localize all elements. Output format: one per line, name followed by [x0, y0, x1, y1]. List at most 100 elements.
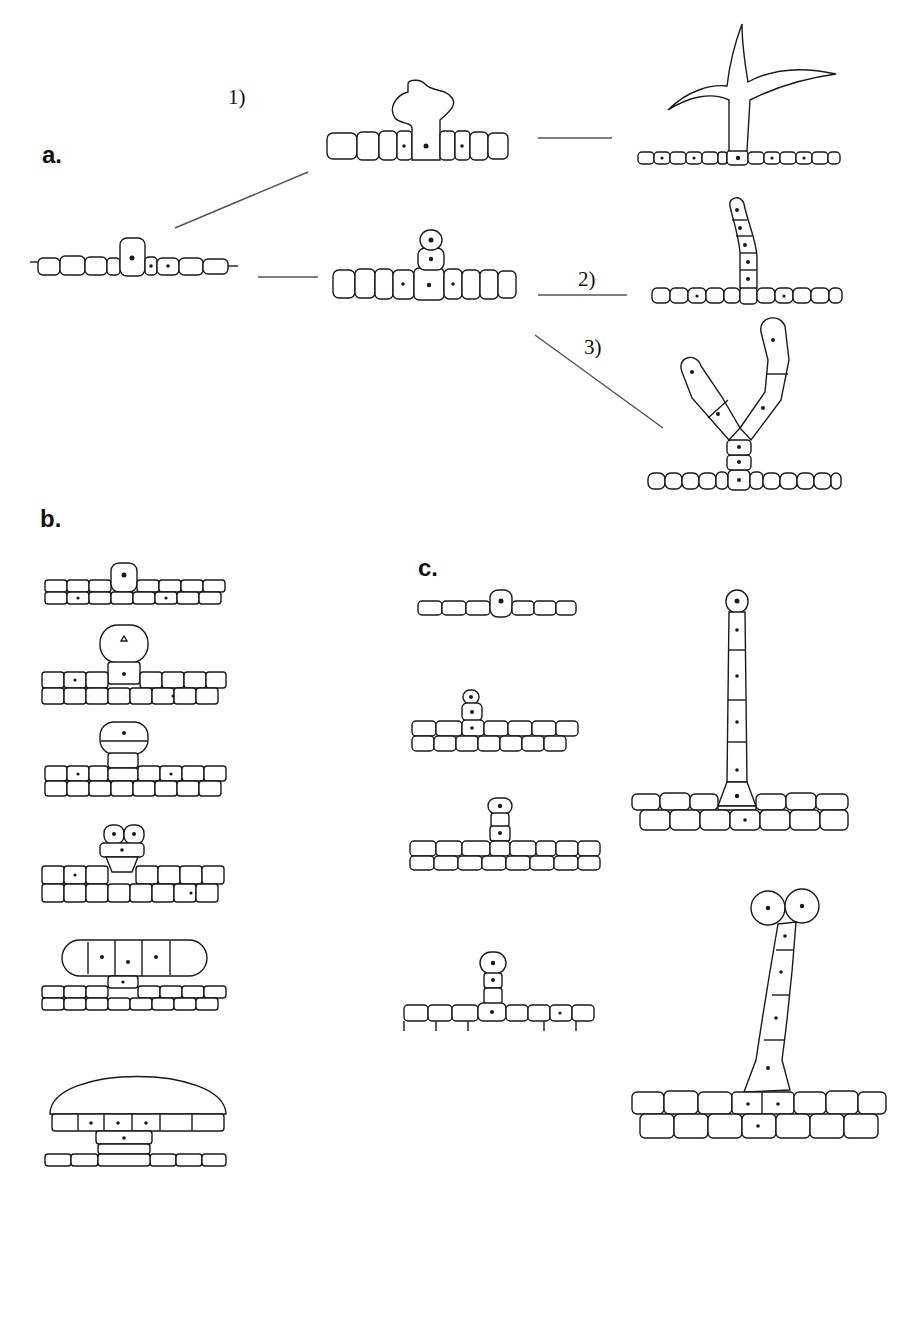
uniseriate-hair [746, 260, 750, 264]
stage-link-line [538, 137, 612, 139]
glandular-hair-stage [86, 688, 108, 704]
glandular-hair-stage [152, 884, 174, 902]
glandular-hair-stage [133, 781, 155, 796]
glandular-hair-stage [177, 781, 199, 796]
glandular-hair-stage [50, 1077, 226, 1115]
uniseriate-hair-stage [708, 1114, 742, 1138]
glandular-hair-stage [112, 832, 116, 836]
uniseriate-hair-stage [820, 810, 848, 830]
uniseriate-hair-stage [735, 794, 739, 798]
glandular-hair-stage [108, 998, 130, 1010]
uniseriate-hair-stage [452, 1005, 478, 1021]
uniseriate-hair-stage [506, 856, 530, 870]
branched-multicellular-hair [771, 338, 775, 342]
epidermis-initial-cell [38, 258, 60, 275]
uniseriate-hair-stage [412, 736, 434, 751]
glandular-hair-stage [108, 768, 138, 781]
glandular-hair-stage [204, 986, 226, 998]
uniseriate-hair-stage [544, 736, 566, 751]
uniseriate-hair-stage [434, 856, 458, 870]
uniseriate-hair [695, 294, 698, 297]
uniseriate-hair-stage [728, 649, 746, 650]
glandular-hair-stage [45, 580, 67, 592]
branched-hair [638, 24, 840, 165]
glandular-hair-stage [42, 986, 64, 998]
uniseriate-hair-stage [436, 841, 462, 856]
uniseriate-hair-stage [743, 818, 747, 822]
glandular-hair-stage [121, 636, 127, 641]
uniseriate-hair [738, 226, 742, 230]
divided-trichome-cell [333, 270, 355, 298]
glandular-hair-stage [155, 592, 177, 604]
uniseriate-hair-stage [816, 794, 848, 810]
glandular-hair-stage [177, 592, 199, 604]
glandular-hair-stage [137, 580, 159, 592]
glandular-hair-stage [111, 781, 133, 796]
branched-multicellular-hair [814, 473, 831, 489]
uniseriate-hair-stage [640, 1114, 674, 1138]
uniseriate-hair-stage [478, 1003, 506, 1021]
glandular-hair-stage [182, 986, 204, 998]
glandular-hair-stage [144, 1121, 148, 1125]
divided-trichome-cell [375, 269, 393, 299]
branched-hair [780, 152, 796, 164]
glandular-hair-stage [203, 580, 225, 592]
glandular-hair-stage [206, 672, 226, 688]
glandular-hair-stage [64, 688, 86, 704]
panel-letter: c. [418, 555, 438, 581]
uniseriate-hair-stage [751, 891, 785, 925]
uniseriate-hair-stage [466, 601, 490, 615]
uniseriate-hair-stage [664, 1091, 698, 1114]
epidermis-initial-cell [30, 238, 238, 276]
uniseriate-hair-stage [512, 601, 534, 615]
epidermis-initial-cell [149, 264, 153, 268]
branched-multicellular-hair [727, 440, 751, 455]
glandular-hair-stage [121, 980, 124, 983]
glandular-hair-stage [124, 825, 144, 844]
glandular-hair-stage [176, 1154, 202, 1166]
branched-hair [692, 156, 695, 159]
uniseriate-hair-stage [491, 961, 495, 965]
uniseriate-hair-stage [558, 1011, 561, 1014]
branched-multicellular-hair [750, 472, 763, 489]
uniseriate-hair [782, 294, 785, 297]
branched-multicellular-hair [766, 373, 788, 374]
uniseriate-hair-stage [532, 721, 556, 736]
uniseriate-hair-stage [490, 826, 510, 841]
bulging-trichome-cell [455, 131, 470, 160]
uniseriate-hair-stage [550, 1005, 572, 1021]
panel-letter: b. [40, 506, 61, 532]
glandular-hair-stage [73, 873, 76, 876]
branched-hair [770, 156, 773, 159]
uniseriate-hair [724, 288, 740, 303]
glandular-hair-stage [122, 573, 127, 578]
glandular-hair-stage [89, 580, 111, 592]
uniseriate-hair-stage [578, 856, 600, 870]
uniseriate-hair [652, 198, 842, 304]
glandular-hair-stage [101, 740, 147, 741]
branched-hair [670, 152, 686, 164]
stage-link-line [538, 294, 627, 296]
glandular-hair-stage [108, 884, 130, 902]
uniseriate-hair-stage [508, 721, 532, 736]
branched-hair [718, 152, 727, 164]
glandular-hair-stage [159, 1114, 160, 1131]
branched-hair [828, 152, 840, 164]
uniseriate-hair-stage [498, 831, 502, 835]
branched-multicellular-hair [681, 357, 740, 440]
divided-trichome-cell [418, 248, 444, 270]
uniseriate-hair-stage [674, 1114, 708, 1138]
glandular-hair-stage [181, 580, 203, 592]
uniseriate-hair [829, 288, 842, 303]
panel-letter: a. [42, 142, 62, 168]
branched-multicellular-hair [831, 473, 841, 489]
uniseriate-hair [670, 288, 688, 303]
glandular-hair-stage [100, 955, 104, 959]
glandular-hair-stage [174, 884, 196, 902]
bulging-trichome-cell [488, 133, 508, 159]
glandular-hair-stage [67, 766, 89, 781]
branched-multicellular-hair [690, 370, 694, 374]
uniseriate-hair [706, 288, 724, 303]
glandular-hair-stage [196, 688, 218, 704]
branched-multicellular-hair [648, 473, 665, 489]
